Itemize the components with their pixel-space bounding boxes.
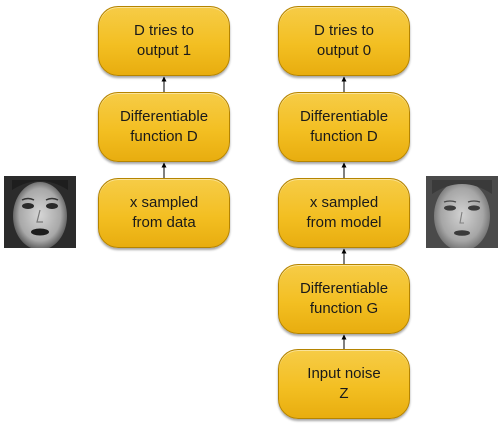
node-discriminator-right: Differentiable function D xyxy=(278,92,410,162)
generated-face-image xyxy=(426,176,498,248)
node-x-from-data: x sampled from data xyxy=(98,178,230,248)
node-d-tries-output-0: D tries to output 0 xyxy=(278,6,410,76)
node-discriminator-left: Differentiable function D xyxy=(98,92,230,162)
node-x-from-model: x sampled from model xyxy=(278,178,410,248)
node-d-tries-output-1: D tries to output 1 xyxy=(98,6,230,76)
real-face-image xyxy=(4,176,76,248)
node-generator: Differentiable function G xyxy=(278,264,410,334)
node-input-noise: Input noise Z xyxy=(278,349,410,419)
